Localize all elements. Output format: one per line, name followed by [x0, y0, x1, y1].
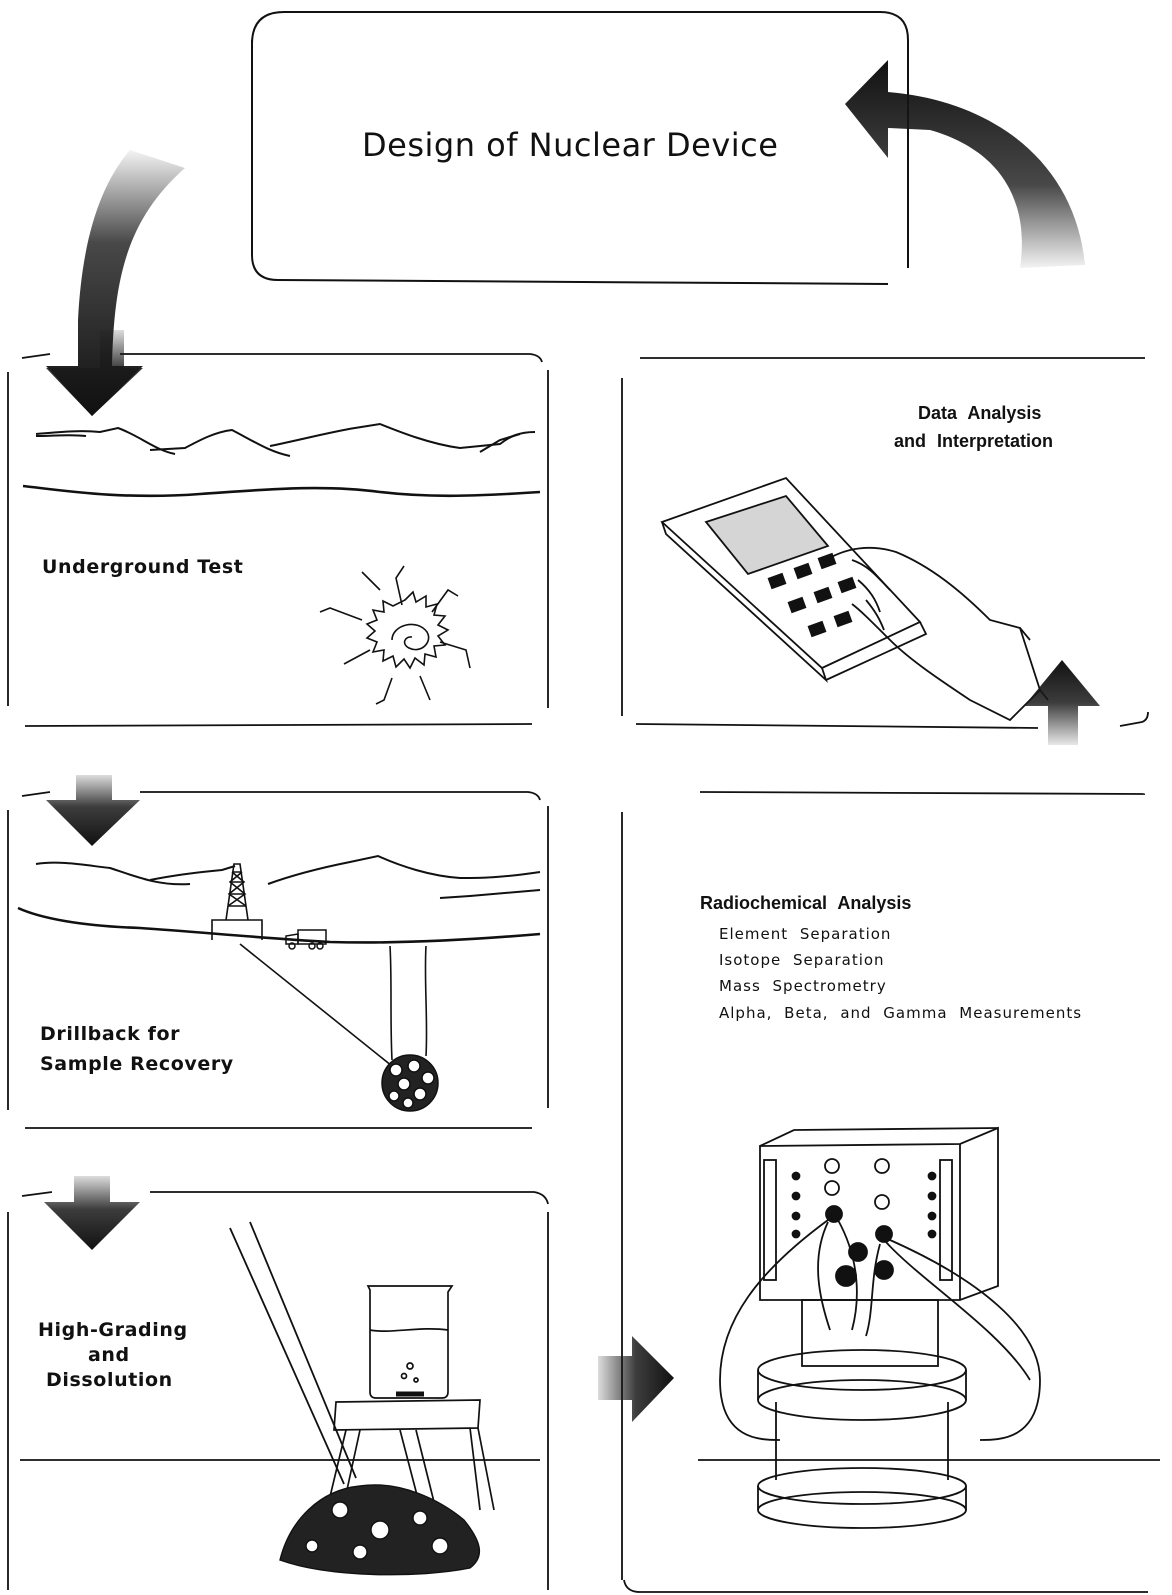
up-arrow-icon: [1024, 660, 1100, 745]
beaker-icon: [368, 1286, 452, 1398]
radiochemical-item: Isotope Separation: [719, 947, 885, 974]
label-high-grading-line1: High-Grading: [38, 1318, 188, 1343]
label-data-analysis-line1: Data Analysis: [918, 399, 1041, 427]
rubble-sample-icon: [382, 1055, 438, 1111]
page-title: Design of Nuclear Device: [362, 126, 778, 164]
label-high-grading-line3: Dissolution: [46, 1368, 173, 1393]
down-arrow-icon: [44, 1176, 140, 1250]
radiochemical-item: Element Separation: [719, 921, 891, 948]
down-arrow-icon: [46, 775, 140, 846]
explosion-icon: [320, 566, 470, 704]
right-arrow-icon: [598, 1336, 674, 1422]
calculator-icon: [662, 478, 926, 680]
mountain-landscape: [18, 856, 540, 943]
label-high-grading-line2: and: [88, 1343, 130, 1368]
tongs-icon: [230, 1222, 356, 1484]
label-drillback-line1: Drillback for: [40, 1022, 180, 1047]
curved-arrow-up-icon: [845, 60, 1085, 268]
label-radiochemical-title: Radiochemical Analysis: [700, 889, 911, 917]
mountain-landscape: [23, 424, 540, 496]
radiochemical-item: Alpha, Beta, and Gamma Measurements: [719, 1000, 1082, 1027]
label-drillback-line2: Sample Recovery: [40, 1052, 234, 1077]
label-underground-test: Underground Test: [42, 555, 243, 580]
rubble-pile: [280, 1485, 479, 1575]
radiochemical-item: Mass Spectrometry: [719, 973, 887, 1000]
drill-hole: [240, 944, 427, 1066]
counting-instrument-icon: [720, 1128, 1040, 1528]
hand-icon: [826, 548, 1048, 720]
label-data-analysis-line2: and Interpretation: [894, 427, 1053, 455]
drill-rig-icon: [212, 864, 262, 940]
